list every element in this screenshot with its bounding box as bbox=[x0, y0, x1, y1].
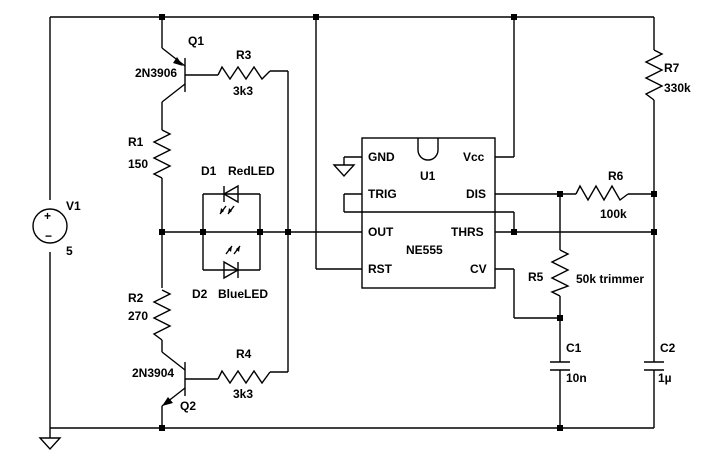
r7-resistor: R7 330k bbox=[644, 49, 691, 101]
r7-value: 330k bbox=[664, 81, 691, 95]
v1-plus-sign: + bbox=[44, 209, 51, 223]
u1-pin-trig: TRIG bbox=[368, 187, 397, 201]
r4-resistor: R4 3k3 bbox=[217, 347, 271, 401]
c2-ref: C2 bbox=[660, 341, 676, 355]
u1-pin-vcc: Vcc bbox=[463, 150, 485, 164]
r6-resistor: R6 100k bbox=[575, 169, 629, 221]
r6-value: 100k bbox=[600, 207, 627, 221]
u1-pin-out: OUT bbox=[368, 225, 394, 239]
u1-pin-gnd: GND bbox=[368, 150, 395, 164]
r5-resistor: R5 50k trimmer bbox=[528, 249, 644, 297]
v1-minus-sign: − bbox=[45, 229, 52, 243]
r3-value: 3k3 bbox=[233, 84, 253, 98]
u1-pin-cv: CV bbox=[470, 262, 487, 276]
q2-ref: Q2 bbox=[180, 399, 196, 413]
r3-resistor: R3 3k3 bbox=[217, 48, 271, 98]
q1-transistor: Q1 2N3906 bbox=[135, 34, 204, 103]
q1-part: 2N3906 bbox=[135, 66, 177, 80]
c1-capacitor: C1 10n bbox=[550, 341, 587, 385]
ground-symbol-u1 bbox=[332, 164, 356, 178]
d1-ref: D1 bbox=[201, 164, 217, 178]
d2-part: BlueLED bbox=[218, 287, 268, 301]
r2-value: 270 bbox=[128, 309, 148, 323]
r4-ref: R4 bbox=[236, 347, 252, 361]
q2-transistor: Q2 2N3904 bbox=[132, 351, 196, 413]
u1-part: NE555 bbox=[406, 243, 443, 257]
r2-ref: R2 bbox=[128, 291, 144, 305]
r7-ref: R7 bbox=[664, 61, 680, 75]
d1-red-led: D1 RedLED bbox=[201, 164, 275, 215]
r2-resistor: R2 270 bbox=[128, 289, 172, 341]
c1-ref: C1 bbox=[566, 341, 582, 355]
d2-blue-led: D2 BlueLED bbox=[192, 245, 268, 301]
u1-ref: U1 bbox=[420, 169, 436, 183]
v1-source: + − V1 5 bbox=[32, 199, 81, 258]
q2-part: 2N3904 bbox=[132, 366, 174, 380]
v1-ref: V1 bbox=[66, 199, 81, 213]
ground-symbol-main bbox=[38, 428, 62, 451]
d2-ref: D2 bbox=[192, 287, 208, 301]
u1-pin-dis: DIS bbox=[466, 187, 486, 201]
u1-ne555: U1 NE555 GND Vcc TRIG DIS OUT THRS RST C… bbox=[361, 137, 496, 289]
r1-value: 150 bbox=[128, 157, 148, 171]
r5-ref: R5 bbox=[528, 270, 544, 284]
c2-capacitor: C2 1µ bbox=[644, 341, 676, 385]
r6-ref: R6 bbox=[608, 169, 624, 183]
r5-value: 50k trimmer bbox=[576, 272, 644, 286]
c2-value: 1µ bbox=[658, 371, 672, 385]
junction-dots bbox=[159, 14, 657, 431]
u1-pin-rst: RST bbox=[368, 262, 393, 276]
r1-ref: R1 bbox=[128, 135, 144, 149]
r3-ref: R3 bbox=[236, 48, 252, 62]
u1-pin-thrs: THRS bbox=[451, 225, 484, 239]
q1-ref: Q1 bbox=[188, 34, 204, 48]
c1-value: 10n bbox=[566, 371, 587, 385]
v1-value: 5 bbox=[66, 244, 73, 258]
d1-part: RedLED bbox=[228, 164, 275, 178]
r1-resistor: R1 150 bbox=[128, 129, 172, 179]
r4-value: 3k3 bbox=[233, 387, 253, 401]
